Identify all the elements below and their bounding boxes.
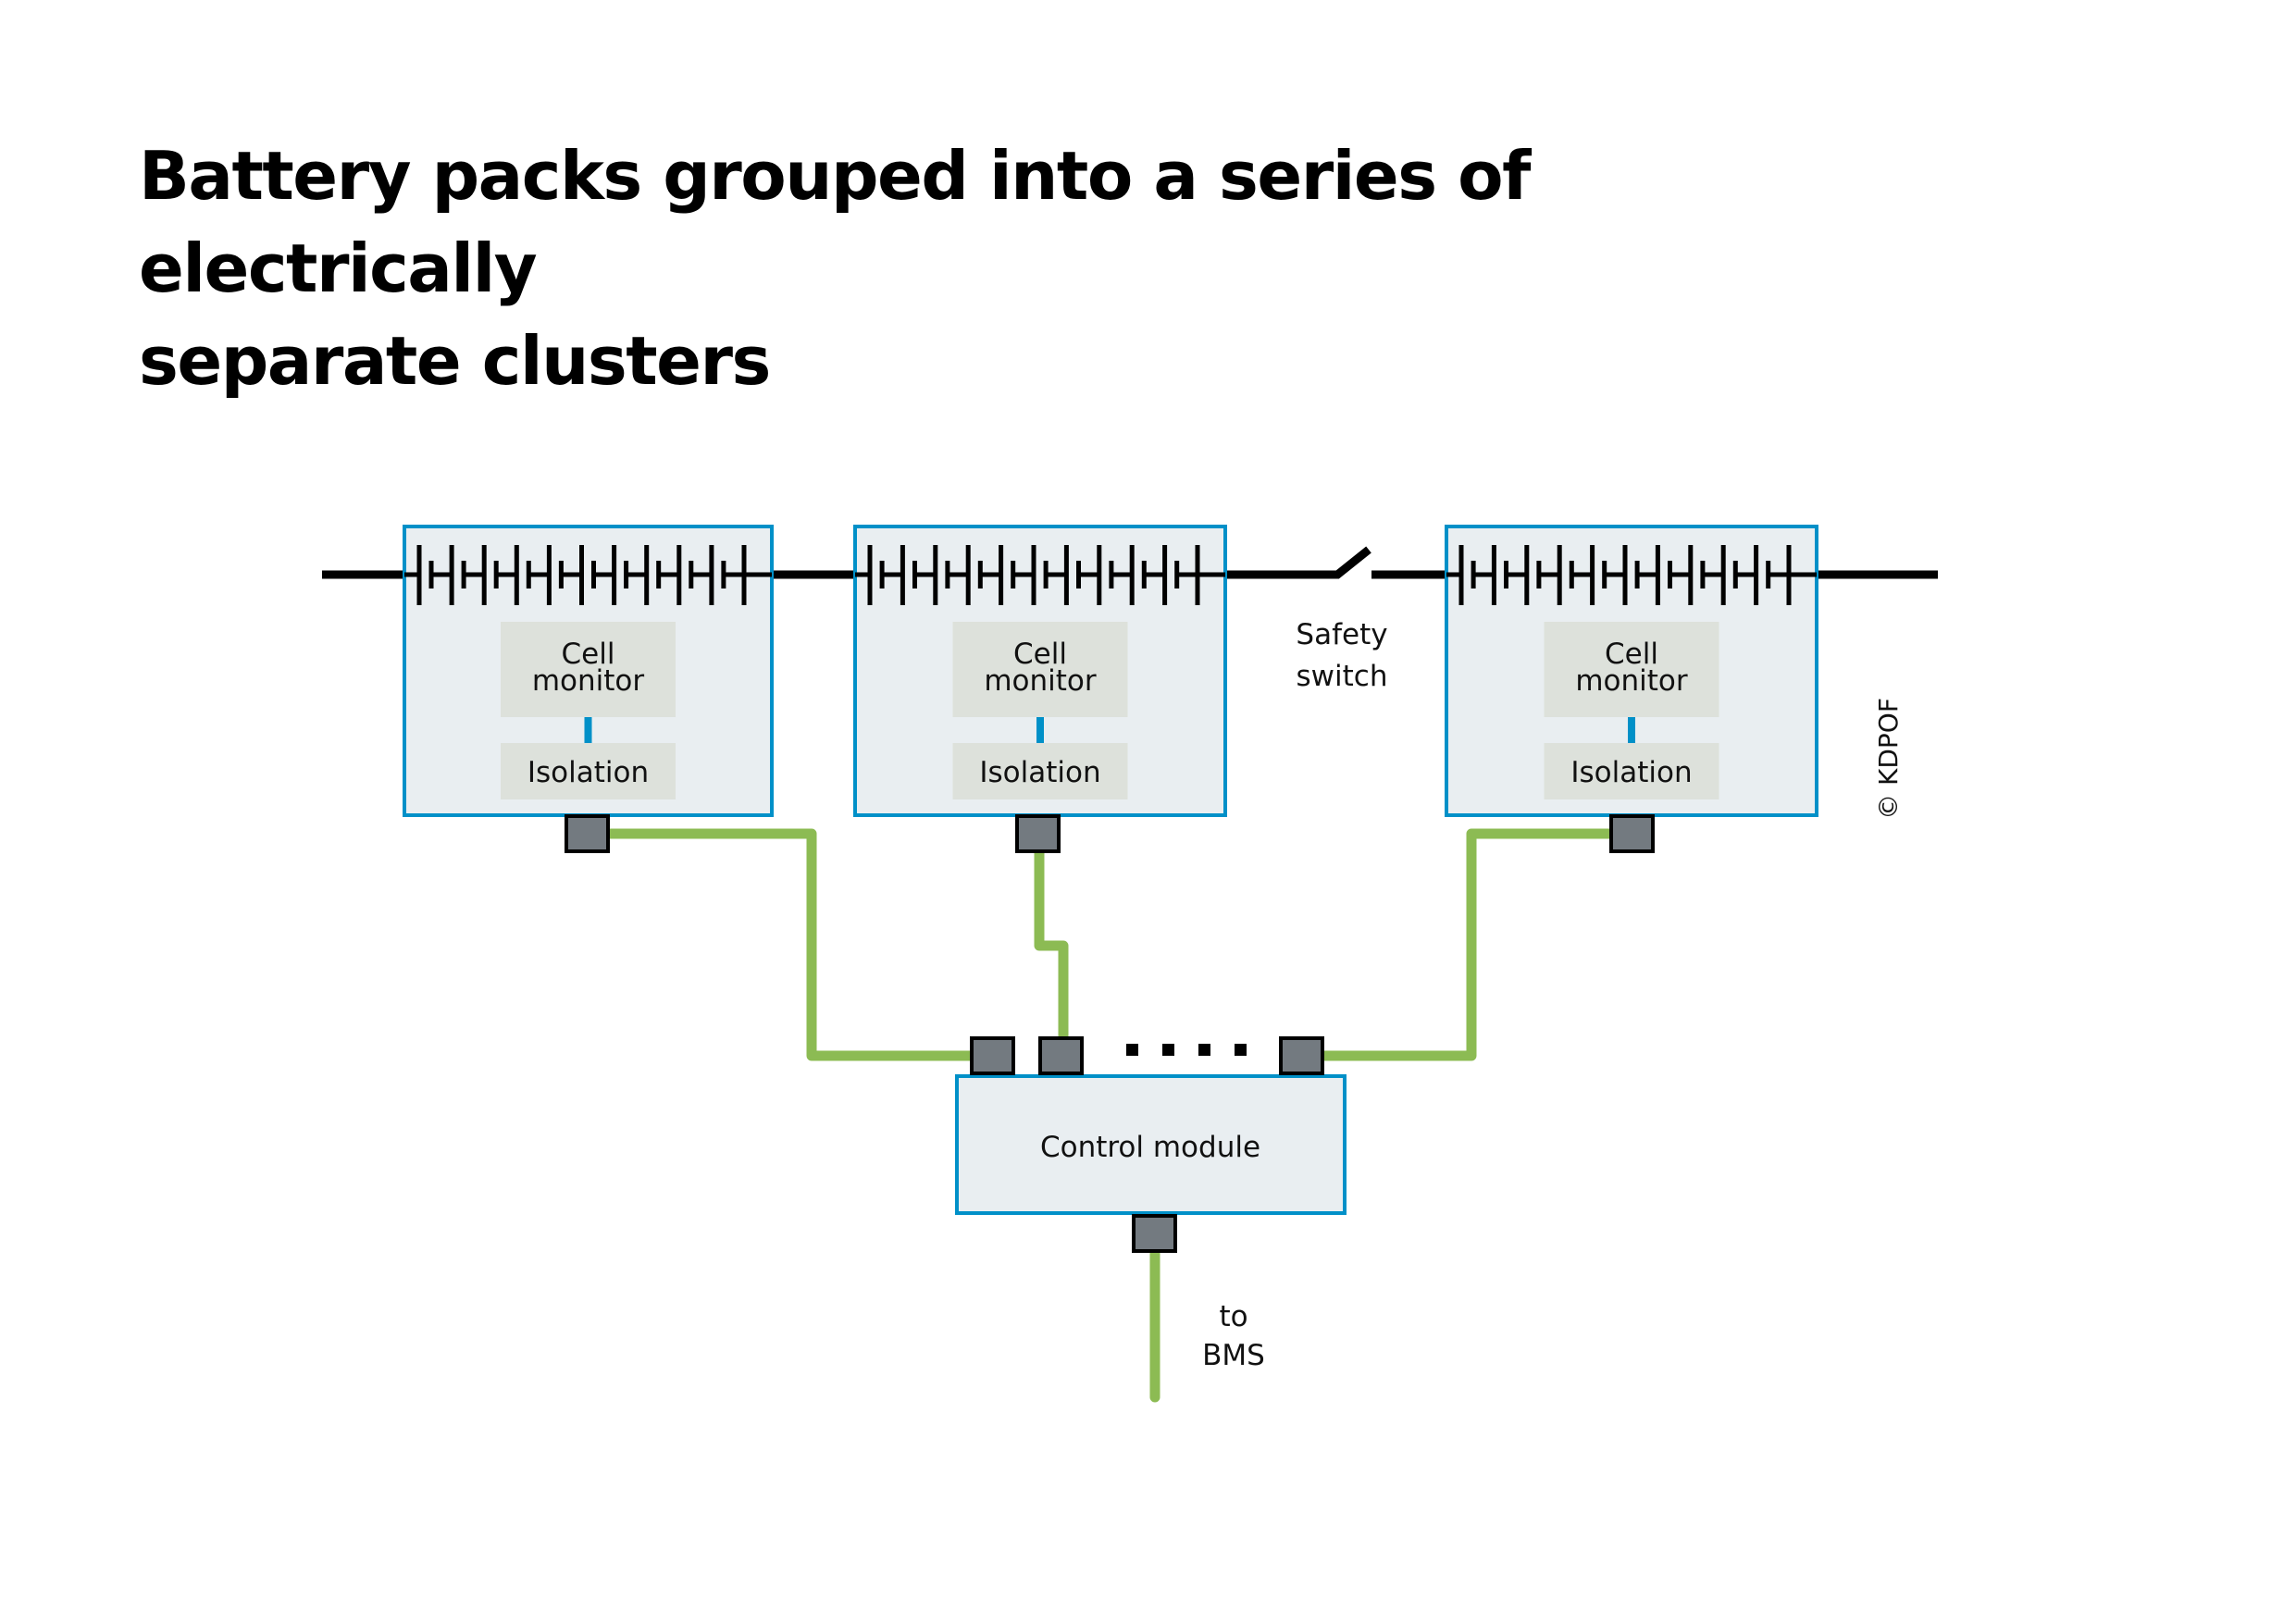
safety-switch: Safety switch xyxy=(1296,546,1388,693)
ellipsis-dot xyxy=(1162,1044,1174,1056)
isolation-label: Isolation xyxy=(979,756,1100,789)
fiber-link xyxy=(1034,848,1069,1043)
control-input-connector xyxy=(1038,1036,1084,1075)
switch-arm xyxy=(1334,546,1371,579)
fiber-links xyxy=(604,828,1617,1403)
optical-connector xyxy=(1015,814,1061,853)
title-line-1: Battery packs grouped into a series of e… xyxy=(139,137,1531,307)
optical-connector xyxy=(1609,814,1655,853)
title-line-2: separate clusters xyxy=(139,322,771,400)
cell-monitor-label: Cell xyxy=(562,638,615,671)
control-input-connector xyxy=(1279,1036,1324,1075)
cell-monitor-label: monitor xyxy=(984,664,1097,698)
battery-cells xyxy=(855,545,1225,605)
optical-connector xyxy=(565,814,610,853)
control-input-connector xyxy=(970,1036,1015,1075)
to-bms-label: to xyxy=(1219,1300,1247,1333)
ellipsis-dot xyxy=(1126,1044,1138,1056)
monitor-isolation-link xyxy=(1036,717,1044,743)
fiber-link xyxy=(1320,828,1617,1061)
to-bms-label: BMS xyxy=(1202,1339,1265,1372)
battery-modules: CellmonitorIsolationCellmonitorIsolation… xyxy=(403,525,1818,853)
isolation-box xyxy=(952,743,1128,799)
safety-switch-label: switch xyxy=(1297,660,1388,693)
control-module-frame xyxy=(955,1074,1347,1215)
cell-monitor-box xyxy=(501,622,676,717)
isolation-label: Isolation xyxy=(527,756,649,789)
ellipsis-dot xyxy=(1235,1044,1247,1056)
fiber-link xyxy=(604,828,977,1061)
control-module: Control module xyxy=(955,1036,1347,1253)
monitor-isolation-link xyxy=(1628,717,1635,743)
safety-switch-label: Safety xyxy=(1296,618,1387,651)
isolation-box xyxy=(1544,743,1719,799)
monitor-isolation-link xyxy=(584,717,592,743)
battery-cells xyxy=(1446,545,1817,605)
bms-output-connector xyxy=(1132,1214,1177,1253)
isolation-label: Isolation xyxy=(1570,756,1692,789)
ellipsis-dot xyxy=(1198,1044,1210,1056)
control-module-label: Control module xyxy=(1040,1131,1260,1164)
isolation-box xyxy=(501,743,676,799)
copyright-notice: © KDPOF xyxy=(1873,698,1904,820)
cell-monitor-label: monitor xyxy=(532,664,645,698)
cell-monitor-label: Cell xyxy=(1013,638,1067,671)
cell-monitor-box xyxy=(952,622,1128,717)
page-title: Battery packs grouped into a series of e… xyxy=(139,130,1897,407)
cell-monitor-box xyxy=(1544,622,1719,717)
cell-monitor-label: Cell xyxy=(1605,638,1658,671)
cell-monitor-label: monitor xyxy=(1575,664,1688,698)
battery-cells xyxy=(404,545,772,605)
